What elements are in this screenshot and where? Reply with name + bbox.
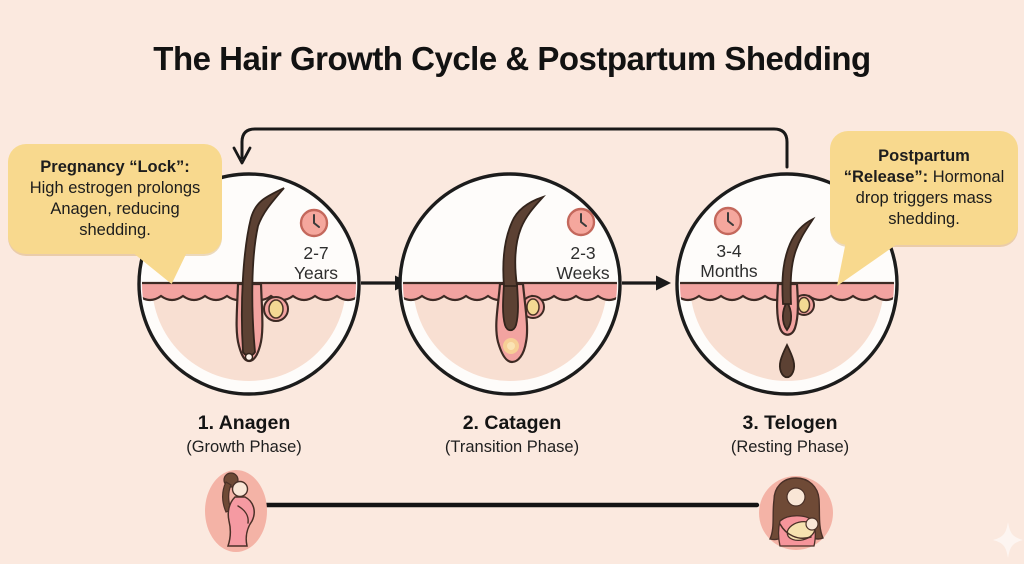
sebaceous-gland bbox=[797, 296, 811, 314]
hair-shaft bbox=[240, 187, 285, 357]
duration-value: 3-4 bbox=[716, 241, 742, 261]
hair-bulb-papilla bbox=[244, 352, 254, 362]
club-hair-root bbox=[502, 283, 519, 332]
phase-subtitle: (Growth Phase) bbox=[186, 438, 302, 456]
cycle-loop-arrowhead bbox=[232, 146, 252, 165]
follicle-glow-core bbox=[507, 342, 515, 350]
telogen-duration-label: 3-4 Months bbox=[689, 241, 769, 281]
postpartum-release-callout: Postpartum “Release”: Hormonal drop trig… bbox=[830, 131, 1018, 245]
phase-subtitle: (Resting Phase) bbox=[730, 438, 850, 456]
clock-icon bbox=[713, 206, 743, 236]
callout-line: shedding. bbox=[79, 221, 151, 239]
callout-line: High estrogen prolongs bbox=[29, 179, 201, 197]
callout-line: drop triggers mass bbox=[855, 189, 993, 207]
right-arrow-icon bbox=[622, 275, 671, 291]
callout-line: shedding. bbox=[888, 210, 960, 228]
cycle-repeat-arrow bbox=[232, 127, 789, 169]
catagen-phase-label: 2. Catagen (Transition Phase) bbox=[402, 412, 622, 457]
duration-unit: Years bbox=[293, 263, 339, 283]
hair-shaft bbox=[781, 216, 816, 305]
shed-hair-droplet bbox=[778, 342, 796, 379]
pregnancy-lock-callout: Pregnancy “Lock”: High estrogen prolongs… bbox=[8, 144, 222, 254]
phase-subtitle: (Transition Phase) bbox=[444, 438, 580, 456]
callout-line: Anagen, reducing bbox=[50, 200, 180, 218]
duration-unit: Months bbox=[700, 261, 758, 281]
pregnant-woman-icon bbox=[205, 470, 267, 552]
stage-circle-anagen bbox=[137, 172, 361, 396]
anagen-illustration bbox=[142, 187, 356, 381]
page-title: The Hair Growth Cycle & Postpartum Shedd… bbox=[153, 40, 871, 77]
hair-shaft bbox=[502, 195, 546, 287]
phase-name: 3. Telogen bbox=[742, 412, 838, 434]
phase-name: 1. Anagen bbox=[197, 412, 291, 434]
mother-with-baby-icon bbox=[759, 476, 833, 550]
cycle-loop-line bbox=[240, 127, 789, 169]
callout-line: Pregnancy “Lock”: bbox=[40, 158, 190, 176]
duration-value: 2-7 bbox=[303, 243, 329, 263]
duration-value: 2-3 bbox=[570, 243, 596, 263]
phase-name: 2. Catagen bbox=[462, 412, 562, 434]
clock-icon bbox=[299, 208, 329, 238]
telogen-phase-label: 3. Telogen (Resting Phase) bbox=[680, 412, 900, 457]
sebaceous-gland bbox=[526, 298, 540, 316]
callout-line: Postpartum bbox=[878, 147, 970, 165]
club-hair-root bbox=[781, 300, 793, 332]
pregnancy-to-postpartum-timeline bbox=[205, 470, 833, 552]
duration-unit: Weeks bbox=[556, 263, 610, 283]
clock-icon bbox=[566, 207, 596, 237]
callout-line: “Release”: Hormonal bbox=[843, 168, 1005, 186]
catagen-duration-label: 2-3 Weeks bbox=[543, 243, 623, 283]
anagen-duration-label: 2-7 Years bbox=[276, 243, 356, 283]
catagen-illustration bbox=[403, 195, 617, 381]
sparkle-icon bbox=[993, 522, 1023, 558]
anagen-phase-label: 1. Anagen (Growth Phase) bbox=[134, 412, 354, 457]
sebaceous-gland bbox=[268, 299, 284, 319]
stage-circle-catagen bbox=[398, 172, 622, 396]
telogen-illustration bbox=[680, 216, 894, 381]
